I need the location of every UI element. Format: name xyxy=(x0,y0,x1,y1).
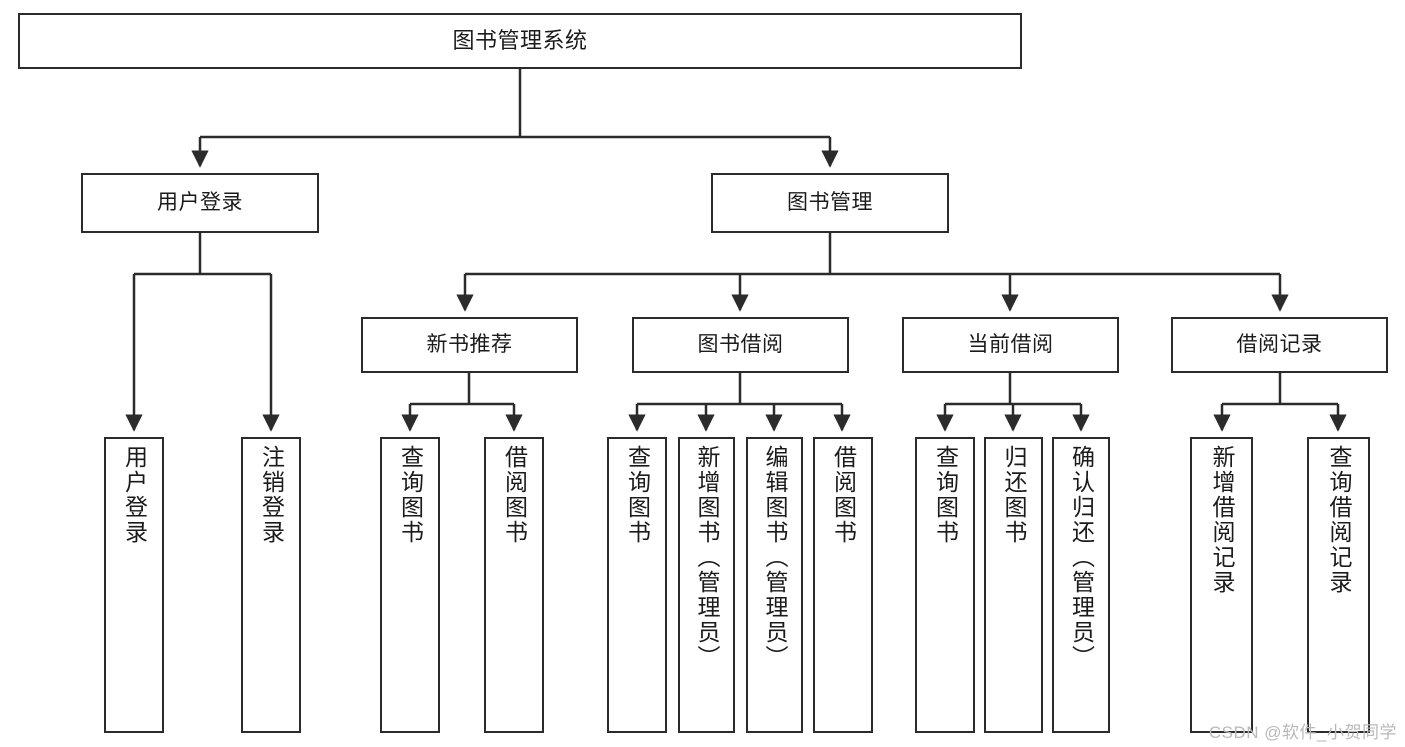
node-book-borrow[interactable]: 图书借阅 xyxy=(632,317,849,373)
node-leaf-confirm-return-label: 确认归还（管理员） xyxy=(1068,445,1095,670)
node-leaf-add-book[interactable]: 新增图书（管理员） xyxy=(678,437,735,733)
node-leaf-query-book-3[interactable]: 查询图书 xyxy=(915,437,975,733)
node-leaf-query-book-1[interactable]: 查询图书 xyxy=(380,437,440,733)
node-leaf-query-book-3-label: 查询图书 xyxy=(932,445,959,545)
node-user-login[interactable]: 用户登录 xyxy=(81,173,319,233)
node-leaf-add-record[interactable]: 新增借阅记录 xyxy=(1190,437,1253,733)
node-current-borrow-label: 当前借阅 xyxy=(967,333,1054,357)
node-leaf-user-logout-label: 注销登录 xyxy=(258,445,285,545)
node-leaf-query-book-2-label: 查询图书 xyxy=(624,445,651,545)
node-leaf-query-record[interactable]: 查询借阅记录 xyxy=(1307,437,1370,733)
node-borrow-record[interactable]: 借阅记录 xyxy=(1171,317,1388,373)
node-leaf-user-logout[interactable]: 注销登录 xyxy=(241,437,301,733)
node-leaf-return-book-label: 归还图书 xyxy=(1001,445,1027,545)
node-leaf-edit-book-label: 编辑图书（管理员） xyxy=(762,445,788,670)
node-user-login-label: 用户登录 xyxy=(157,191,243,215)
node-current-borrow[interactable]: 当前借阅 xyxy=(902,317,1119,373)
node-leaf-user-login-label: 用户登录 xyxy=(121,445,148,545)
node-leaf-borrow-book-1[interactable]: 借阅图书 xyxy=(484,437,544,733)
watermark: CSDN @软件_小贺同学 xyxy=(1208,723,1397,742)
node-leaf-borrow-book-1-label: 借阅图书 xyxy=(501,445,528,545)
node-leaf-add-book-label: 新增图书（管理员） xyxy=(694,445,720,670)
node-leaf-borrow-book-2-label: 借阅图书 xyxy=(830,445,857,545)
node-leaf-confirm-return[interactable]: 确认归还（管理员） xyxy=(1052,437,1110,733)
node-root-label: 图书管理系统 xyxy=(452,27,588,53)
node-new-book-rec-label: 新书推荐 xyxy=(426,333,513,357)
node-book-manage[interactable]: 图书管理 xyxy=(711,173,949,233)
node-leaf-query-book-1-label: 查询图书 xyxy=(397,445,424,545)
node-leaf-query-book-2[interactable]: 查询图书 xyxy=(607,437,667,733)
node-book-manage-label: 图书管理 xyxy=(787,191,873,215)
node-borrow-record-label: 借阅记录 xyxy=(1236,333,1323,357)
node-leaf-user-login[interactable]: 用户登录 xyxy=(104,437,164,733)
node-leaf-query-record-label: 查询借阅记录 xyxy=(1326,445,1352,595)
node-new-book-rec[interactable]: 新书推荐 xyxy=(361,317,578,373)
node-leaf-edit-book[interactable]: 编辑图书（管理员） xyxy=(746,437,803,733)
node-leaf-borrow-book-2[interactable]: 借阅图书 xyxy=(813,437,873,733)
node-leaf-return-book[interactable]: 归还图书 xyxy=(984,437,1043,733)
node-leaf-add-record-label: 新增借阅记录 xyxy=(1209,445,1235,595)
node-root[interactable]: 图书管理系统 xyxy=(18,13,1022,69)
node-book-borrow-label: 图书借阅 xyxy=(697,333,784,357)
